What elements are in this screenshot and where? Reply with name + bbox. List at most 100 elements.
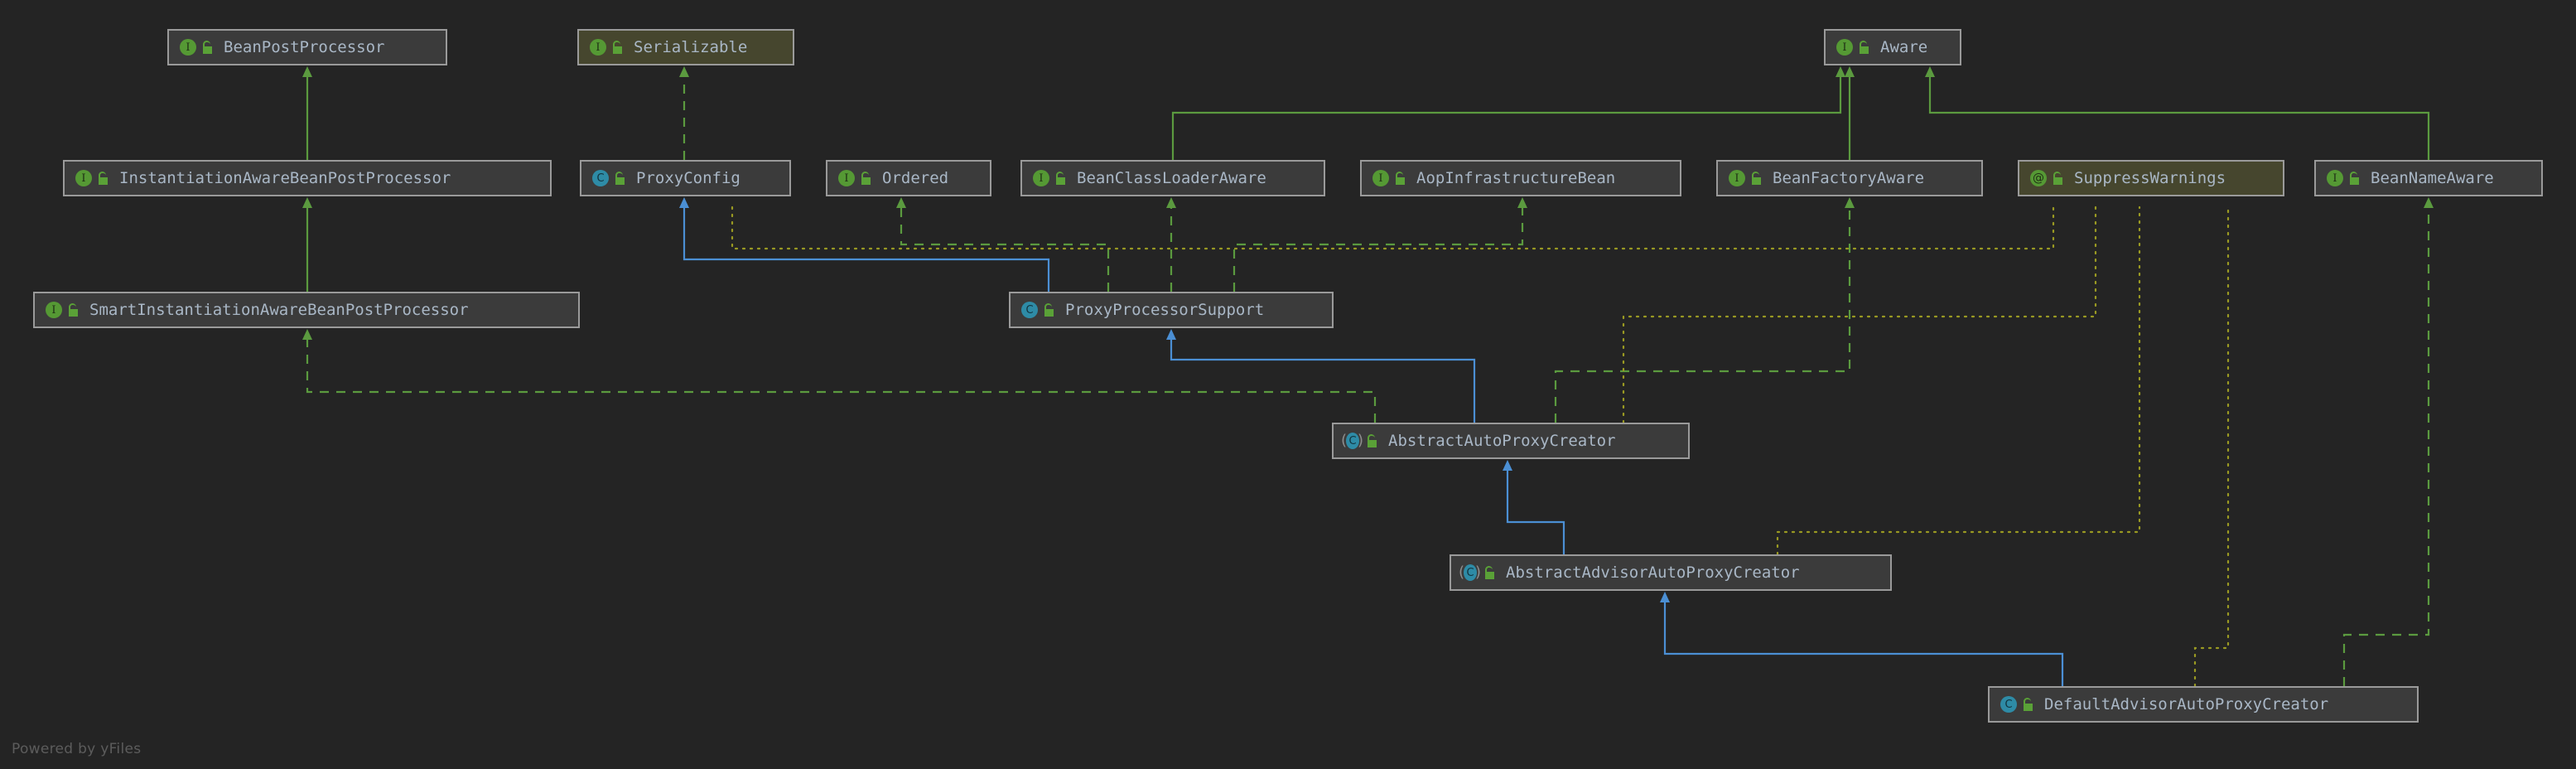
- lock-shackle: [1752, 172, 1759, 179]
- type-glyph: C: [1346, 433, 1359, 449]
- interface-icon: I: [73, 168, 93, 188]
- class-node-label: ProxyProcessorSupport: [1065, 300, 1265, 319]
- lock-shackle: [2024, 698, 2031, 705]
- lock-body: [1044, 309, 1054, 317]
- class-node-label: Serializable: [634, 37, 748, 56]
- yfiles-watermark: Powered by yFiles: [12, 741, 142, 757]
- unlocked-public-icon: [96, 170, 111, 186]
- lock-body: [69, 309, 78, 317]
- lock-body: [615, 177, 625, 185]
- lock-shackle: [861, 172, 869, 179]
- abstract-bracket-right: ): [1358, 432, 1364, 449]
- unlocked-public-icon: [1393, 170, 1408, 186]
- abstract-bracket-left: (: [1459, 563, 1465, 581]
- lock-shackle: [615, 172, 623, 179]
- class-node-label: ProxyConfig: [636, 168, 740, 187]
- type-glyph: I: [75, 170, 92, 186]
- class-node-SuppressWarnings[interactable]: @ SuppressWarnings: [2018, 160, 2284, 196]
- abstract-bracket-right: ): [1475, 563, 1482, 581]
- type-glyph: I: [46, 302, 62, 318]
- lock-body: [861, 177, 871, 185]
- lock-shackle: [69, 303, 76, 311]
- unlocked-public-icon: [1483, 564, 1498, 581]
- class-icon: C: [590, 168, 610, 188]
- interface-icon: I: [836, 168, 856, 188]
- unlocked-public-icon: [1054, 170, 1069, 186]
- class-node-label: BeanFactoryAware: [1773, 168, 1925, 187]
- interface-icon: I: [1030, 168, 1050, 188]
- class-node-label: InstantiationAwareBeanPostProcessor: [119, 168, 451, 187]
- lock-shackle: [1368, 434, 1375, 442]
- lock-body: [2053, 177, 2062, 185]
- class-node-AbstractAutoProxyCreator[interactable]: ()C AbstractAutoProxyCreator: [1332, 423, 1690, 459]
- type-glyph: C: [1021, 302, 1038, 318]
- annotation-icon: @: [2028, 168, 2048, 188]
- class-icon: C: [1019, 300, 1039, 320]
- type-glyph: @: [2030, 170, 2047, 186]
- type-glyph: C: [592, 170, 609, 186]
- lock-shackle: [613, 41, 620, 48]
- interface-icon: I: [2324, 168, 2344, 188]
- class-node-label: DefaultAdvisorAutoProxyCreator: [2044, 694, 2329, 713]
- lock-body: [1485, 572, 1494, 579]
- type-glyph: I: [1836, 39, 1853, 56]
- lock-shackle: [2053, 172, 2061, 179]
- class-node-label: SmartInstantiationAwareBeanPostProcessor: [89, 300, 469, 319]
- lock-shackle: [1044, 303, 1052, 311]
- lock-body: [1368, 440, 1377, 447]
- lock-body: [2350, 177, 2359, 185]
- interface-icon: I: [587, 37, 607, 57]
- lock-body: [1752, 177, 1761, 185]
- lock-shackle: [1056, 172, 1064, 179]
- class-node-label: AbstractAutoProxyCreator: [1388, 431, 1616, 450]
- type-glyph: C: [1464, 564, 1477, 581]
- type-glyph: I: [1033, 170, 1049, 186]
- class-node-Serializable[interactable]: I Serializable: [577, 29, 794, 65]
- class-node-InstantiationAwareBeanPostProcessor[interactable]: I InstantiationAwareBeanPostProcessor: [63, 160, 552, 196]
- unlocked-public-icon: [610, 39, 625, 56]
- class-node-label: AopInfrastructureBean: [1416, 168, 1616, 187]
- interface-icon: I: [43, 300, 63, 320]
- class-node-BeanClassLoaderAware[interactable]: I BeanClassLoaderAware: [1020, 160, 1325, 196]
- type-glyph: I: [2327, 170, 2343, 186]
- type-glyph: I: [838, 170, 855, 186]
- class-node-AbstractAdvisorAutoProxyCreator[interactable]: ()C AbstractAdvisorAutoProxyCreator: [1450, 554, 1892, 591]
- lock-shackle: [99, 172, 106, 179]
- unlocked-public-icon: [1365, 433, 1380, 449]
- type-glyph: I: [1372, 170, 1389, 186]
- class-node-label: AbstractAdvisorAutoProxyCreator: [1506, 563, 1800, 582]
- class-node-SmartInstantiationAwareBeanPostProcessor[interactable]: I SmartInstantiationAwareBeanPostProcesso…: [33, 292, 580, 328]
- lock-body: [1396, 177, 1405, 185]
- abstract-class-icon: ()C: [1341, 431, 1364, 451]
- class-node-label: BeanPostProcessor: [224, 37, 385, 56]
- class-node-ProxyConfig[interactable]: C ProxyConfig: [580, 160, 791, 196]
- class-node-label: BeanClassLoaderAware: [1077, 168, 1266, 187]
- class-node-ProxyProcessorSupport[interactable]: C ProxyProcessorSupport: [1009, 292, 1334, 328]
- abstract-class-icon: ()C: [1459, 563, 1482, 583]
- unlocked-public-icon: [2021, 696, 2036, 713]
- class-node-DefaultAdvisorAutoProxyCreator[interactable]: C DefaultAdvisorAutoProxyCreator: [1988, 686, 2419, 723]
- class-node-label: SuppressWarnings: [2074, 168, 2226, 187]
- lock-body: [1056, 177, 1065, 185]
- interface-icon: I: [1370, 168, 1390, 188]
- lock-body: [613, 46, 622, 54]
- lock-body: [1860, 46, 1869, 54]
- lock-body: [99, 177, 108, 185]
- unlocked-public-icon: [200, 39, 215, 56]
- class-node-AopInfrastructureBean[interactable]: I AopInfrastructureBean: [1360, 160, 1681, 196]
- lock-shackle: [203, 41, 210, 48]
- lock-shackle: [1396, 172, 1403, 179]
- unlocked-public-icon: [1749, 170, 1764, 186]
- lock-body: [203, 46, 212, 54]
- class-icon: C: [1998, 694, 2018, 714]
- unlocked-public-icon: [1857, 39, 1872, 56]
- type-glyph: I: [1729, 170, 1745, 186]
- class-node-BeanFactoryAware[interactable]: I BeanFactoryAware: [1716, 160, 1983, 196]
- unlocked-public-icon: [613, 170, 628, 186]
